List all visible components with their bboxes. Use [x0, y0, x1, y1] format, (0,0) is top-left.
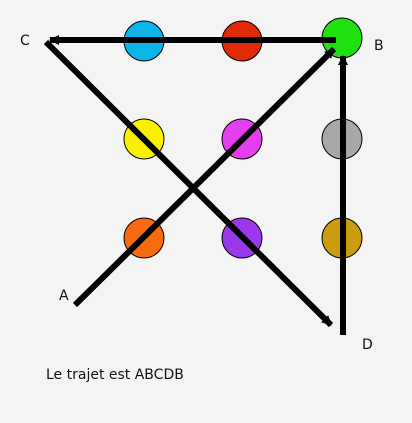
point-label-a: A: [59, 288, 69, 304]
path-segments: [43, 35, 348, 335]
point-label-d: D: [362, 337, 373, 353]
caption-text: Le trajet est ABCDB: [46, 367, 184, 383]
segment-c-d: [43, 39, 334, 328]
segment-a-b: [72, 46, 337, 308]
point-label-c: C: [20, 33, 30, 49]
point-label-b: B: [374, 38, 384, 54]
